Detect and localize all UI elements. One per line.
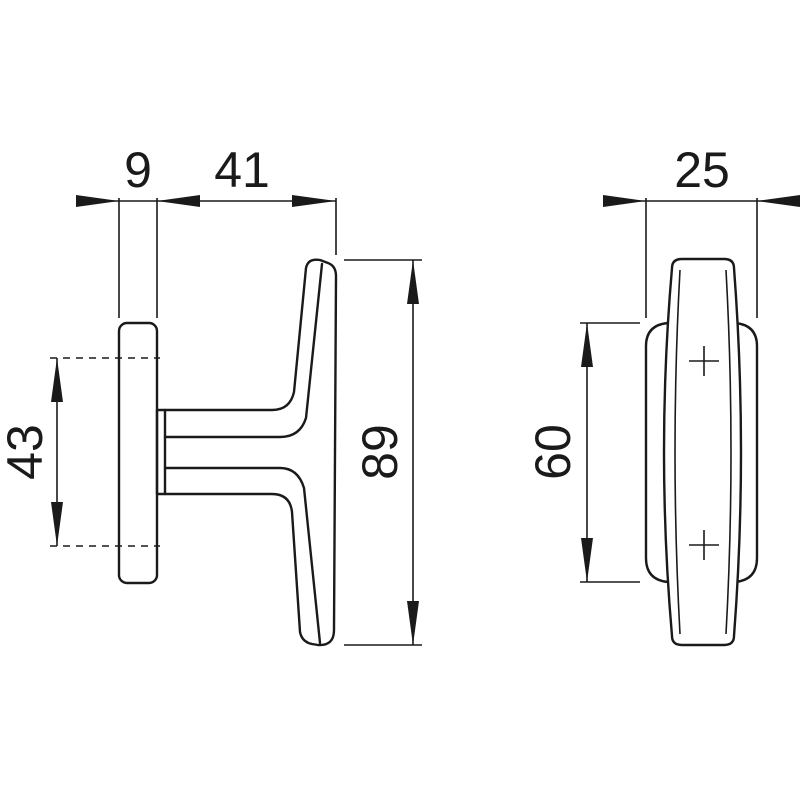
dimension-label-89: 89 [352, 424, 408, 480]
t-handle [163, 258, 338, 647]
side-view [50, 258, 338, 647]
spindle-neck [155, 408, 167, 496]
arrowhead [51, 358, 63, 402]
rose-plate [117, 321, 159, 585]
stem-contour-top [163, 262, 324, 439]
dimension-width-front: 25 [603, 142, 800, 318]
dimension-hole-spacing-side: 43 [0, 358, 63, 546]
dimension-label-25: 25 [674, 142, 730, 198]
arrowhead [51, 502, 63, 546]
dimension-label-9: 9 [124, 142, 152, 198]
arrowhead [407, 260, 419, 304]
arrowhead [407, 601, 419, 645]
screw-mark-bottom [689, 530, 719, 560]
arrowhead [757, 195, 800, 207]
front-view [644, 257, 759, 647]
front-handle-grip [662, 257, 743, 647]
grip-contour-left [674, 269, 681, 635]
dimension-label-60: 60 [525, 424, 581, 480]
arrowhead [157, 195, 200, 207]
dimension-height-handle: 89 [344, 259, 422, 646]
arrowhead [603, 195, 646, 207]
arrowhead [292, 195, 336, 207]
dimension-label-41: 41 [214, 142, 270, 198]
dimension-width-side: 9 41 [76, 142, 337, 318]
arrowhead [581, 538, 593, 582]
arrowhead [76, 195, 119, 207]
grip-contour-right [725, 269, 732, 635]
dimension-hole-spacing-front: 60 [525, 322, 640, 583]
dimension-label-43: 43 [0, 424, 53, 480]
screw-mark-top [689, 346, 719, 376]
stem-contour-bottom [163, 466, 322, 645]
arrowhead [581, 323, 593, 367]
